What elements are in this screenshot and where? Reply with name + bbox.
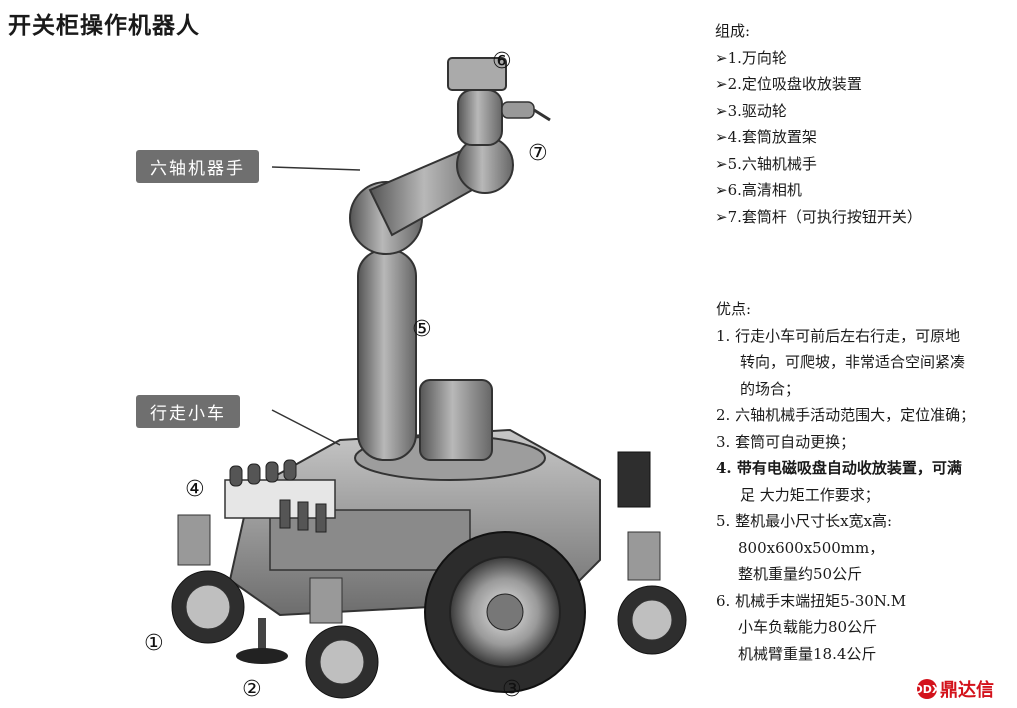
advantages-list: 优点: 1. 行走小车可前后左右行走，可原地 转向，可爬坡，非常适合空间紧凑 的… — [716, 296, 1016, 667]
advantage-line: 2. 六轴机械手活动范围大，定位准确； — [716, 406, 976, 424]
advantage-line: 机械臂重量18.4公斤 — [738, 644, 877, 663]
page-title: 开关柜操作机器人 — [8, 13, 200, 39]
marker-3: ③ — [502, 677, 522, 702]
caster-wheel-right — [617, 451, 687, 655]
advantage-line: 整机重量约50公斤 — [738, 565, 863, 583]
suction-pad — [236, 618, 288, 664]
socket-rack — [224, 459, 336, 533]
advantage-line: 的场合； — [740, 379, 801, 398]
advantage-line: 小车负载能力80公斤 — [738, 618, 878, 636]
caster-wheel-front-left — [171, 514, 245, 644]
brand-mark-icon: DDX — [914, 679, 940, 699]
callout-arm: 六轴机器手 — [136, 150, 259, 183]
marker-6: ⑥ — [492, 49, 512, 74]
marker-1: ① — [144, 631, 164, 656]
advantage-line: 1. 行走小车可前后左右行走，可原地 — [716, 326, 961, 345]
advantage-line: 转向，可爬坡，非常适合空间紧凑 — [740, 353, 966, 371]
callout-cart: 行走小车 — [136, 395, 240, 428]
advantage-line: 5. 整机最小尺寸长x宽x高: — [716, 512, 893, 530]
component-item: ➢2.定位吸盘收放装置 — [715, 75, 862, 93]
component-item: ➢6.高清相机 — [715, 181, 802, 199]
component-item: ➢1.万向轮 — [715, 48, 787, 67]
marker-5: ⑤ — [412, 317, 432, 342]
robot-illustration: ① ② ③ ④ ⑤ ⑥ ⑦ — [144, 49, 687, 702]
brand-logo: DDX 鼎达信 — [914, 676, 994, 702]
six-axis-arm — [349, 57, 551, 461]
brand-name: 鼎达信 — [940, 680, 994, 701]
caster-wheel-front — [305, 577, 379, 699]
component-item: ➢3.驱动轮 — [715, 101, 787, 120]
component-item: ➢5.六轴机械手 — [715, 154, 817, 173]
components-list: 组成: ➢1.万向轮 ➢2.定位吸盘收放装置 ➢3.驱动轮 ➢4.套筒放置架 ➢… — [715, 18, 922, 230]
component-item: ➢7.套筒杆（可执行按钮开关） — [715, 207, 922, 226]
marker-2: ② — [242, 677, 262, 702]
advantage-line: 6. 机械手末端扭矩5-30N.M — [716, 591, 907, 610]
advantage-line: 4. 带有电磁吸盘自动收放装置，可满 — [716, 459, 962, 477]
drive-wheel — [424, 531, 586, 693]
marker-4: ④ — [185, 477, 205, 502]
advantage-line: 3. 套筒可自动更换； — [716, 432, 856, 451]
component-item: ➢4.套筒放置架 — [715, 128, 817, 146]
advantage-line: 足 大力矩工作要求； — [740, 485, 880, 504]
marker-7: ⑦ — [528, 141, 548, 166]
components-heading: 组成: — [715, 22, 751, 40]
advantages-heading: 优点: — [716, 300, 752, 318]
advantage-line: 800x600x500mm， — [738, 538, 885, 557]
